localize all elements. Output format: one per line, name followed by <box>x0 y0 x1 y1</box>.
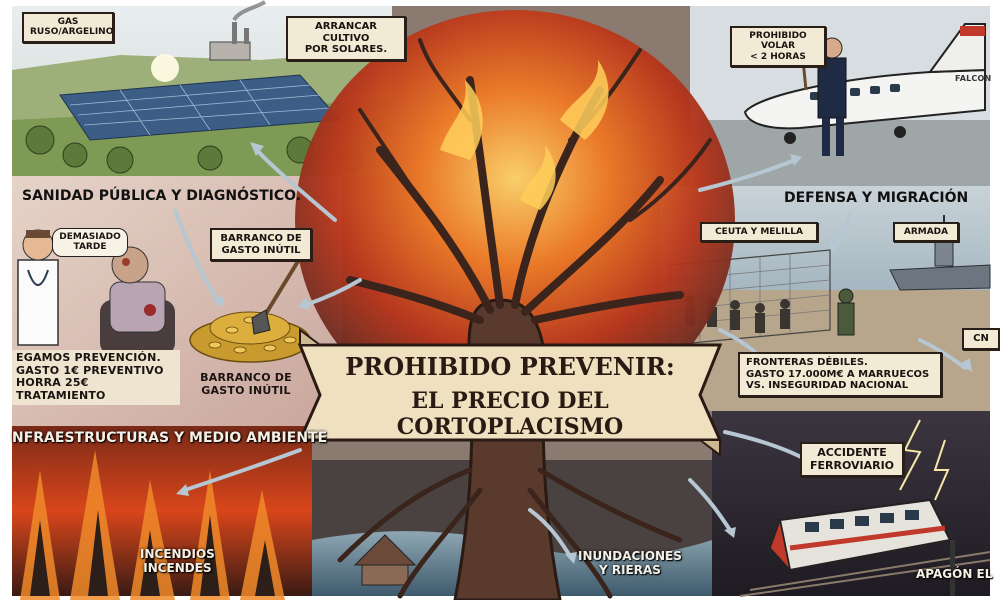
house-icon <box>353 534 417 586</box>
prevention-caption: EGAMOS PREVENCIÓN. GASTO 1€ PREVENTIVO H… <box>12 350 180 405</box>
rail-accident-label: ACCIDENTE FERROVIARIO <box>800 442 904 478</box>
flight-ban-sign: PROHIBIDO VOLAR < 2 HORAS <box>730 26 826 68</box>
airplane-icon <box>743 23 986 144</box>
title-line-2: EL PRECIO DEL CORTOPLACISMO <box>396 388 624 440</box>
title-banner-text: PROHIBIDO PREVENIR: EL PRECIO DEL CORTOP… <box>300 348 720 440</box>
title-line-1: PROHIBIDO PREVENIR: <box>345 352 675 381</box>
fires-caption: INCENDIOS INCENDES <box>140 547 215 575</box>
doctor-icon <box>17 229 59 346</box>
lightning-icon <box>899 419 950 501</box>
sun-icon <box>151 54 179 82</box>
ceuta-melilla-label: CEUTA Y MELILLA <box>700 222 818 243</box>
patient-icon <box>100 246 175 355</box>
health-heading: SANIDAD PÚBLICA Y DIAGNÓSTICO. <box>22 188 302 204</box>
too-late-speech-bubble: DEMASIADO TARDE <box>52 228 128 257</box>
blackout-label: APAGÓN EL <box>916 567 993 581</box>
ravine-caption: BARRANCO DE GASTO INÚTIL <box>200 371 292 397</box>
airplane-scene <box>690 6 990 186</box>
title-banner <box>297 328 723 457</box>
politician-figure <box>798 29 847 156</box>
weak-borders-caption: FRONTERAS DÉBILES. GASTO 17.000M€ A MARR… <box>738 352 942 397</box>
navy-label: ARMADA <box>893 222 959 243</box>
defense-heading: DEFENSA Y MIGRACIÓN <box>784 190 969 206</box>
ravine-sign: BARRANCO DE GASTO INÚTIL <box>210 228 312 261</box>
infrastructure-heading: NFRAESTRUCTURAS Y MEDIO AMBIENTE <box>12 430 328 446</box>
gas-label: GAS RUSO/ARGELINO <box>22 12 114 43</box>
forest-fire-scene <box>12 426 312 600</box>
burning-tree <box>295 10 735 600</box>
plane-livery-text: FALCON <box>955 74 992 83</box>
floods-caption: INUNDACIONES Y RIERAS <box>578 549 682 577</box>
factory-icon <box>209 0 267 61</box>
solar-farm-scene <box>12 0 392 176</box>
edge-label: CN <box>962 328 1000 350</box>
solar-label: ARRANCAR CULTIVO POR SOLARES. <box>286 16 406 61</box>
soldier-icon <box>837 288 855 336</box>
shovel-icon <box>251 256 302 335</box>
